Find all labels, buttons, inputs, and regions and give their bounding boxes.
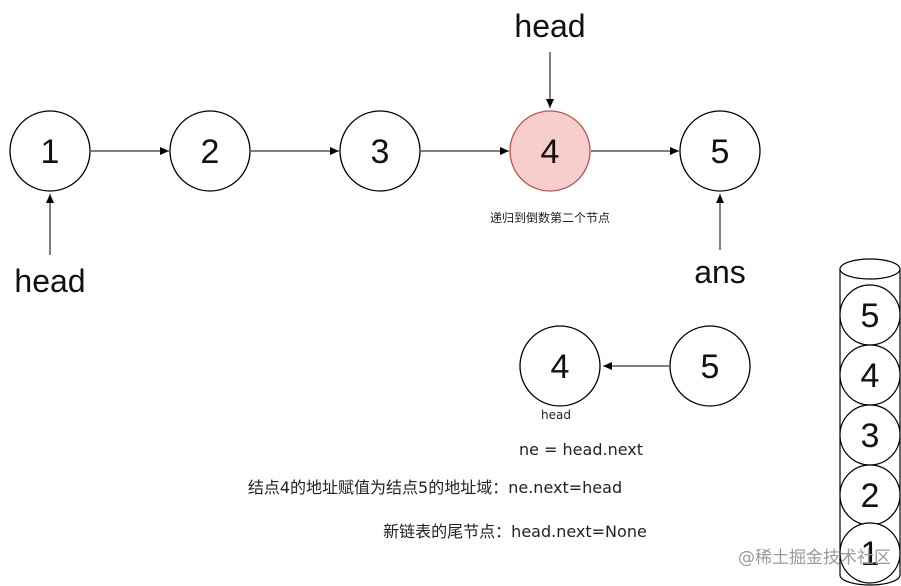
stack-item-1: 1 — [839, 522, 901, 584]
stack-value: 5 — [861, 297, 880, 335]
pair-head-caption: head — [541, 408, 571, 422]
node-value: 4 — [551, 348, 570, 386]
node-value: 5 — [701, 348, 720, 386]
note-ne-assign: ne = head.next — [519, 440, 643, 459]
stack-item-5: 5 — [839, 284, 901, 346]
stack-item-3: 3 — [839, 404, 901, 466]
stack-value: 4 — [861, 357, 880, 395]
list-node-4-highlighted: 4 — [509, 110, 591, 192]
stack-cylinder-top — [839, 258, 901, 280]
pair-node-4: 4 — [519, 325, 601, 407]
highlighted-node-circle — [509, 110, 591, 192]
watermark-text: @稀土掘金技术社区 — [738, 548, 891, 568]
head-label-left: head — [14, 263, 85, 299]
node-value: 2 — [201, 133, 220, 171]
list-node-2: 2 — [169, 110, 251, 192]
node-value: 1 — [41, 133, 60, 171]
node-value: 5 — [711, 133, 730, 171]
node-value: 3 — [371, 133, 390, 171]
recursion-note: 递归到倒数第二个节点 — [490, 210, 610, 225]
ans-pointer: ans — [694, 194, 746, 290]
stack-value: 1 — [861, 535, 880, 573]
head-label-top: head — [514, 8, 585, 44]
list-node-3: 3 — [339, 110, 421, 192]
note-tail-assign: 新链表的尾节点：head.next=None — [383, 522, 647, 541]
node-value: 4 — [541, 133, 560, 171]
head-pointer-left: head — [14, 194, 86, 299]
head-pointer-top: head — [514, 8, 586, 108]
stack-item-4: 4 — [839, 344, 901, 406]
ans-label: ans — [694, 254, 746, 290]
note-link-assign: 结点4的地址赋值为结点5的地址域：ne.next=head — [248, 478, 622, 497]
stack-item-2: 2 — [839, 464, 901, 526]
list-node-5: 5 — [679, 110, 761, 192]
top-linked-list: 1 2 3 4 5 — [9, 110, 761, 192]
stack-value: 2 — [861, 477, 880, 515]
stack-value: 3 — [861, 417, 880, 455]
call-stack: 5 4 3 2 1 — [839, 258, 901, 586]
pair-node-5: 5 — [669, 325, 751, 407]
reversed-pair: 4 5 head — [519, 325, 751, 422]
list-node-1: 1 — [9, 110, 91, 192]
